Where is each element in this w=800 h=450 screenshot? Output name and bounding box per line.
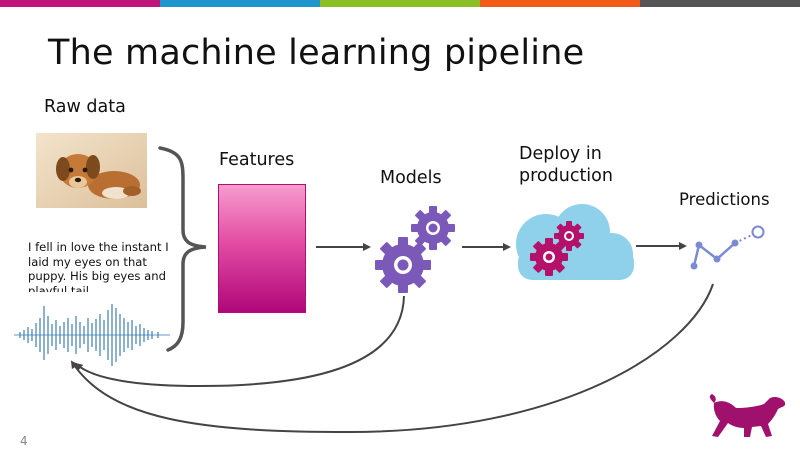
slide-title: The machine learning pipeline: [48, 33, 585, 73]
cloud-gears-icon: [516, 204, 634, 280]
text-sample: I fell in love the instant I laid my eye…: [28, 240, 169, 292]
feedback-arrow-from-models: [74, 295, 405, 388]
page-number: 4: [20, 434, 28, 448]
deploy-label: Deploy in production: [519, 144, 613, 186]
color-bar-gray: [640, 0, 800, 7]
features-bar: [218, 184, 306, 313]
raw-data-label: Raw data: [44, 97, 126, 117]
puppy-photo: [36, 133, 147, 208]
color-bar-magenta: [0, 0, 160, 7]
right-brace-icon: [158, 146, 207, 352]
models-label: Models: [380, 168, 442, 188]
color-bar-green: [320, 0, 480, 7]
gears-icon: [375, 206, 455, 293]
color-bar-blue: [160, 0, 320, 7]
predictions-label: Predictions: [679, 190, 770, 209]
color-bar: [0, 0, 800, 7]
line-chart-icon: [690, 225, 765, 270]
color-bar-orange: [480, 0, 640, 7]
dog-logo-icon: [709, 394, 786, 437]
features-label: Features: [219, 150, 295, 170]
audio-waveform: [14, 304, 170, 366]
feedback-arrow-from-predictions: [70, 283, 714, 434]
